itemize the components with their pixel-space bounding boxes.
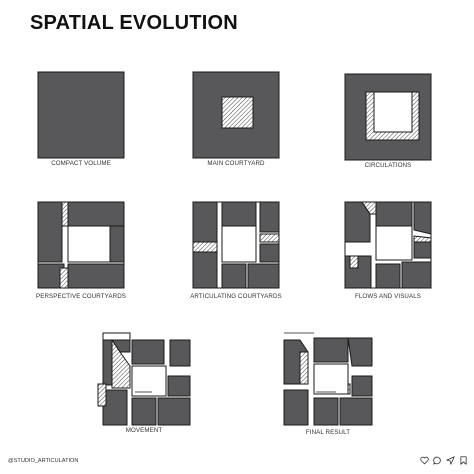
caption-movement: MOVEMENT (125, 427, 163, 434)
diagram-final-result (282, 332, 374, 426)
caption-circulations: CIRCULATIONS (364, 162, 412, 169)
page-title: SPATIAL EVOLUTION (30, 12, 238, 34)
social-actions (420, 456, 468, 465)
caption-main-courtyard: MAIN COURTYARD (207, 160, 265, 167)
diagram-articulating-courtyards (192, 201, 280, 289)
diagram-circulations (344, 73, 432, 161)
bookmark-icon[interactable] (459, 456, 468, 465)
caption-final-result: FINAL RESULT (305, 429, 351, 436)
diagram-flows-and-visuals (344, 201, 432, 289)
heart-icon[interactable] (420, 456, 429, 465)
diagram-main-courtyard (192, 71, 280, 159)
share-icon[interactable] (446, 456, 455, 465)
caption-flows-and-visuals: FLOWS AND VISUALS (355, 293, 421, 300)
studio-handle[interactable]: @STUDIO_ARTICULATION (8, 458, 79, 464)
diagram-compact-volume (37, 71, 125, 159)
diagram-perspective-courtyards (37, 201, 125, 289)
caption-compact-volume: COMPACT VOLUME (51, 160, 111, 167)
caption-articulating-courtyards: ARTICULATING COURTYARDS (190, 293, 282, 300)
comment-icon[interactable] (433, 456, 442, 465)
caption-perspective-courtyards: PERSPECTIVE COURTYARDS (36, 293, 126, 300)
diagram-movement (97, 332, 191, 426)
